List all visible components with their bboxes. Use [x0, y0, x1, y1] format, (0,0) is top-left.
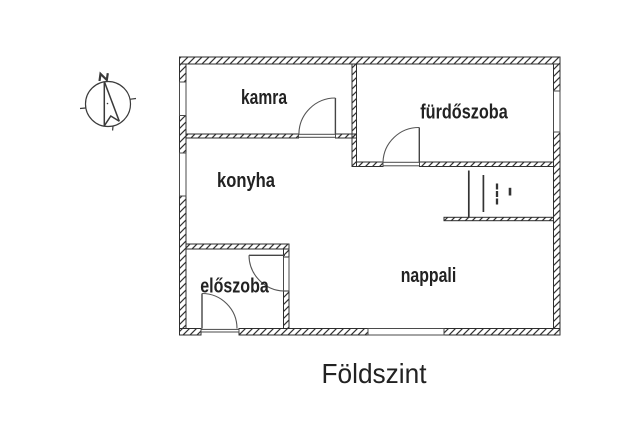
svg-text:kamra: kamra	[241, 87, 288, 109]
svg-text:Földszint: Földszint	[322, 358, 427, 389]
svg-text:fürdőszoba: fürdőszoba	[420, 101, 508, 123]
svg-text:nappali: nappali	[401, 265, 457, 287]
svg-text:konyha: konyha	[217, 170, 276, 192]
svg-text:előszoba: előszoba	[200, 276, 269, 298]
